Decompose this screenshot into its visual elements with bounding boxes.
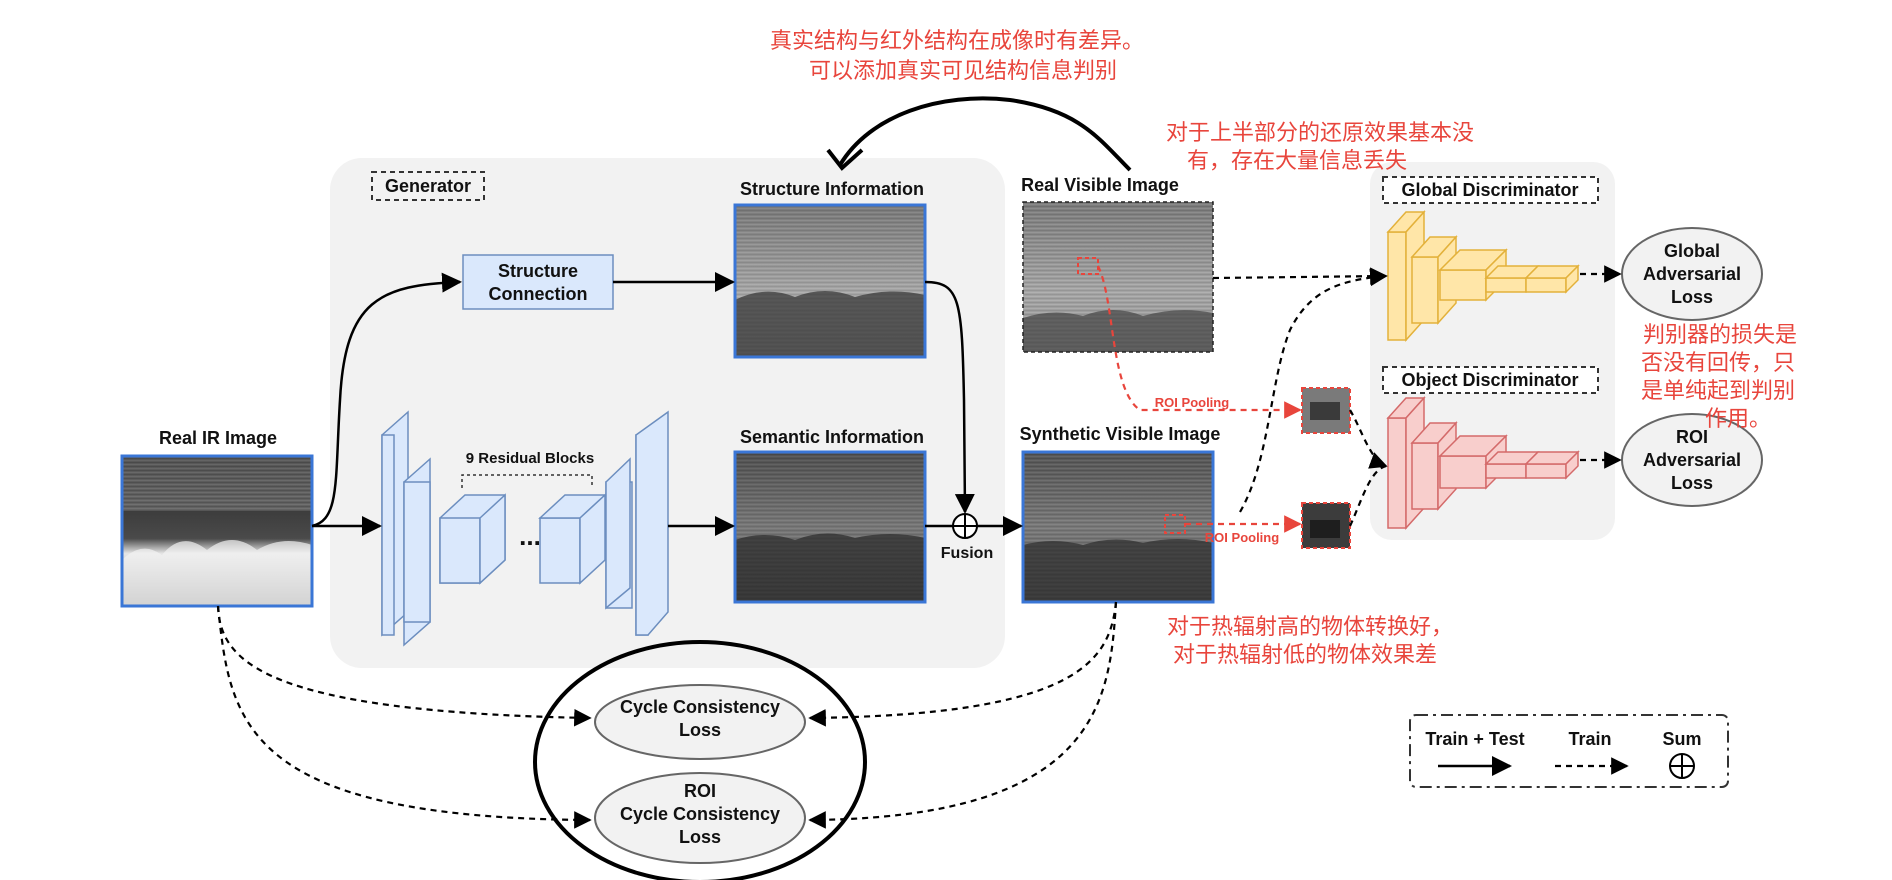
- cycle-loss-highlight-circle: [533, 640, 867, 880]
- cycle-consistency-loss: [594, 684, 806, 760]
- real-ir-title: Real IR Image: [159, 428, 277, 448]
- real-visible-title: Real Visible Image: [1021, 175, 1179, 195]
- annotation-right-line2: 否没有回传，只: [1641, 351, 1795, 376]
- synthetic-visible-image: [1021, 450, 1215, 604]
- roi-adv-line2: Adversarial: [1643, 450, 1741, 470]
- roi-crop-synthetic: [1301, 502, 1351, 549]
- structure-connection-block: [462, 254, 614, 310]
- global-adversarial-loss: [1621, 227, 1763, 321]
- global-adv-line2: Adversarial: [1643, 264, 1741, 284]
- legend-train-label: Train: [1568, 729, 1611, 749]
- cycle-line2: Loss: [679, 720, 721, 740]
- roi-cycle-line3: Loss: [679, 827, 721, 847]
- global-adv-line3: Loss: [1671, 287, 1713, 307]
- legend-box: [1409, 714, 1729, 788]
- real-ir-image: [120, 454, 314, 608]
- decoder-blocks: [538, 410, 669, 636]
- roi-crop-real: [1301, 387, 1351, 434]
- structure-info-image: [733, 203, 927, 359]
- residual-blocks-label: 9 Residual Blocks: [466, 450, 594, 467]
- legend-sum-label: Sum: [1662, 729, 1701, 749]
- annotation-bottom-line1: 对于热辐射高的物体转换好，: [1167, 615, 1453, 640]
- generator-label: Generator: [385, 176, 471, 196]
- legend-train-test-label: Train + Test: [1425, 729, 1524, 749]
- annotation-upper-right-line2: 有，存在大量信息丢失: [1187, 149, 1407, 174]
- structure-connection-line2: Connection: [489, 284, 588, 304]
- roi-pooling-arrows: [1097, 265, 1302, 533]
- annotation-right-line4: 作用。: [1705, 407, 1771, 432]
- annotation-arrowhead: [826, 148, 864, 171]
- roi-adv-line1: ROI: [1676, 427, 1708, 447]
- encoder-blocks: [381, 410, 506, 647]
- global-disc-label-box: [1382, 176, 1599, 204]
- semantic-info-image: [733, 450, 927, 604]
- global-disc-label: Global Discriminator: [1401, 180, 1578, 200]
- solid-arrows: [311, 272, 1023, 536]
- roi-cycle-consistency-loss: [594, 772, 806, 864]
- global-discriminator-blocks: [1386, 210, 1580, 342]
- semantic-info-title: Semantic Information: [740, 427, 924, 447]
- residual-ellipsis: ...: [519, 521, 541, 551]
- synthetic-visible-title: Synthetic Visible Image: [1020, 424, 1221, 444]
- object-disc-label-box: [1382, 366, 1599, 394]
- object-discriminator-blocks: [1386, 396, 1580, 530]
- annotation-bottom-line2: 对于热辐射低的物体效果差: [1173, 643, 1437, 668]
- roi-cycle-line2: Cycle Consistency: [620, 804, 780, 824]
- annotation-right-line3: 是单纯起到判别: [1641, 379, 1795, 404]
- real-visible-image: [1022, 201, 1214, 353]
- roi-cycle-line1: ROI: [684, 781, 716, 801]
- roi-pooling-bottom-label: ROI Pooling: [1205, 530, 1279, 545]
- object-disc-label: Object Discriminator: [1401, 370, 1578, 390]
- annotation-right-line1: 判别器的损失是: [1643, 323, 1797, 348]
- structure-info-title: Structure Information: [740, 179, 924, 199]
- global-adv-line1: Global: [1664, 241, 1720, 261]
- dashed-arrows: [216, 265, 1622, 829]
- roi-adversarial-loss: [1621, 413, 1763, 507]
- annotation-top-line1: 真实结构与红外结构在成像时有差异。: [770, 29, 1144, 54]
- cycle-line1: Cycle Consistency: [620, 697, 780, 717]
- roi-adv-line3: Loss: [1671, 473, 1713, 493]
- fusion-label: Fusion: [941, 545, 993, 562]
- residual-bracket: [461, 474, 593, 488]
- annotation-top-line2: 可以添加真实可见结构信息判别: [809, 59, 1117, 84]
- annotation-curve-arrow: [838, 96, 1132, 172]
- annotation-upper-right-line1: 对于上半部分的还原效果基本没: [1166, 121, 1474, 146]
- generator-label-box: [371, 171, 485, 201]
- roi-pooling-top-label: ROI Pooling: [1155, 395, 1229, 410]
- structure-connection-line1: Structure: [498, 261, 578, 281]
